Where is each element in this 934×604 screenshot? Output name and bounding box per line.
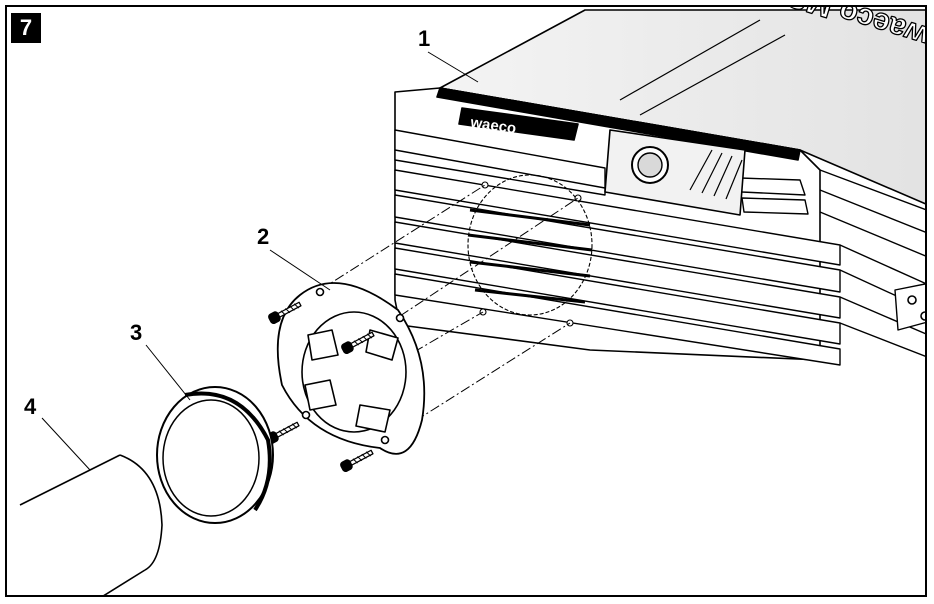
- inverter-device: waeco waeco MSP: [394, 7, 925, 366]
- control-panel: [604, 129, 746, 216]
- leader-1: [427, 51, 479, 83]
- callout-4: 4: [24, 394, 37, 419]
- callout-3: 3: [130, 320, 142, 345]
- leader-2: [269, 249, 331, 291]
- duct-hose: [19, 454, 163, 595]
- figure-number-badge: 7: [11, 13, 41, 43]
- screw: [340, 449, 374, 473]
- brand-label: waeco: [468, 114, 517, 137]
- callout-2: 2: [257, 224, 269, 249]
- leader-3: [145, 344, 191, 401]
- screw: [268, 301, 302, 325]
- fan-grille: [467, 174, 593, 327]
- callout-1: 1: [418, 26, 430, 51]
- callout-leaders: [41, 51, 479, 471]
- duct-ring: [156, 386, 274, 524]
- leader-4: [41, 417, 91, 471]
- screw: [341, 331, 375, 355]
- brand-plate: waeco: [458, 107, 579, 141]
- adapter-plate: [276, 282, 426, 455]
